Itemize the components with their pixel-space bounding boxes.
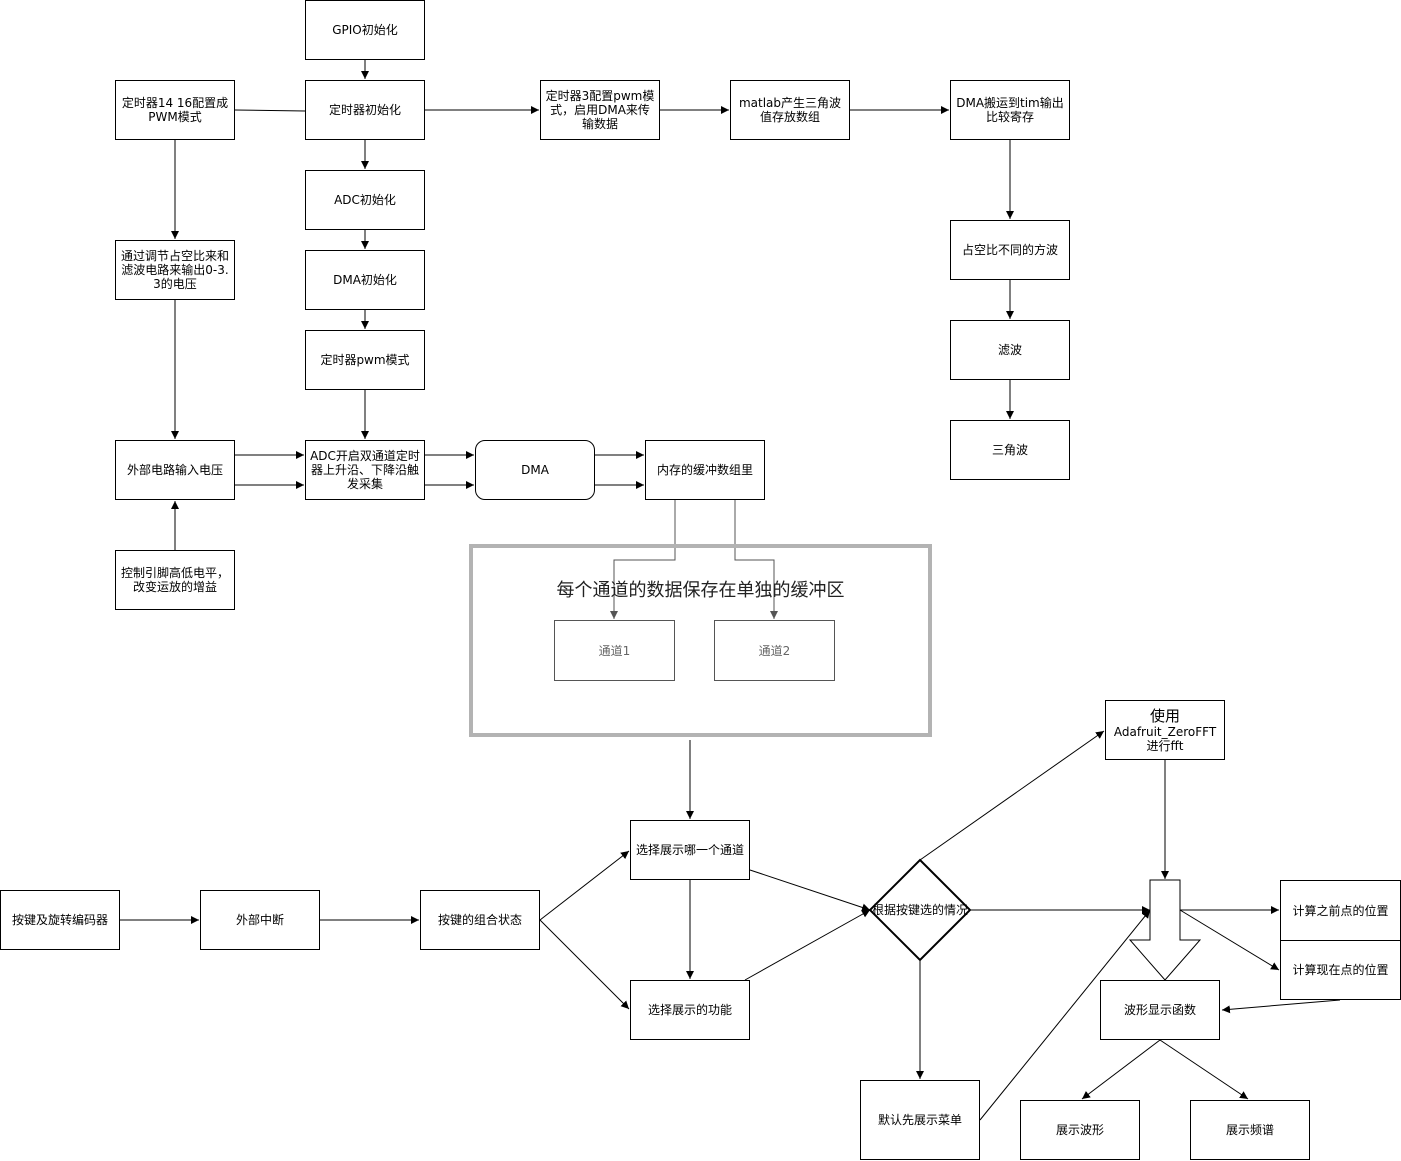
edge-menu-arrow: [979, 909, 1151, 1121]
edge-arrow-now: [1179, 909, 1280, 971]
timer-pwm-box: 定时器pwm模式: [305, 330, 425, 390]
select-function-box: 选择展示的功能: [630, 980, 750, 1040]
edge-channel-decision: [749, 869, 871, 912]
matlab-tri-box: matlab产生三角波值存放数组: [730, 80, 850, 140]
timer-init-box: 定时器初始化: [305, 80, 425, 140]
ext-interrupt-label: 外部中断: [235, 913, 284, 927]
calc-prev-box: 计算之前点的位置: [1280, 880, 1401, 941]
edge-buf-ch1: [610, 500, 676, 619]
timer3-pwm-box: 定时器3配置pwm模式，启用DMA来传输数据: [540, 80, 660, 140]
edge-timer1416-timer: [234, 109, 306, 112]
wave-func-box: 波形显示函数: [1100, 980, 1220, 1040]
select-channel-label: 选择展示哪一个通道: [635, 843, 744, 857]
ext-input-label: 外部电路输入电压: [126, 463, 223, 477]
select-channel-box: 选择展示哪一个通道: [630, 820, 750, 880]
triangle-box: 三角波: [950, 420, 1070, 480]
channel1-box: 通道1: [554, 620, 675, 681]
dma-box: DMA: [475, 440, 595, 500]
mem-buffer-box: 内存的缓冲数组里: [645, 440, 765, 500]
gpio-init-label: GPIO初始化: [332, 23, 398, 37]
big-down-arrow-icon: [1128, 879, 1202, 981]
channel2-box: 通道2: [714, 620, 835, 681]
edge-function-decision: [744, 909, 871, 981]
select-function-label: 选择展示的功能: [647, 1003, 732, 1017]
dma-label: DMA: [521, 463, 549, 477]
edge-combo-function: [539, 919, 630, 1010]
adc-dual-label: ADC开启双通道定时器上升沿、下降沿触发采集: [310, 449, 420, 491]
timer14-16-box: 定时器14 16配置成PWM模式: [115, 80, 235, 140]
ext-input-box: 外部电路输入电压: [115, 440, 235, 500]
matlab-tri-label: matlab产生三角波值存放数组: [738, 96, 842, 124]
calc-prev-label: 计算之前点的位置: [1292, 903, 1389, 918]
channel-buffer-group: [469, 544, 932, 737]
gain-control-label: 控制引脚高低电平，改变运放的增益: [120, 566, 229, 594]
dma-tim-label: DMA搬运到tim输出比较寄存: [956, 96, 1064, 124]
channel2-label: 通道2: [758, 643, 791, 658]
show-wave-label: 展示波形: [1055, 1123, 1104, 1137]
edge-wave-showwave: [1081, 1039, 1161, 1100]
calc-now-label: 计算现在点的位置: [1292, 963, 1389, 977]
fft-box: 使用 Adafruit_ZeroFFT进行fft: [1105, 700, 1225, 760]
mem-buffer-label: 内存的缓冲数组里: [656, 463, 753, 477]
key-combo-box: 按键的组合状态: [420, 890, 540, 950]
group-title: 每个通道的数据保存在单独的缓冲区: [556, 580, 845, 601]
adc-init-box: ADC初始化: [305, 170, 425, 230]
key-encoder-label: 按键及旋转编码器: [11, 913, 108, 927]
ext-interrupt-box: 外部中断: [200, 890, 320, 950]
calc-now-box: 计算现在点的位置: [1280, 940, 1401, 1000]
default-menu-box: 默认先展示菜单: [860, 1080, 980, 1160]
square-duty-box: 占空比不同的方波: [950, 220, 1070, 280]
key-combo-label: 按键的组合状态: [437, 913, 522, 927]
adc-init-label: ADC初始化: [334, 193, 396, 207]
edge-now-wavefunc: [1221, 999, 1341, 1014]
edge-wave-showspec: [1159, 1039, 1249, 1100]
show-wave-box: 展示波形: [1020, 1100, 1140, 1160]
duty-filter-label: 通过调节占空比来和滤波电路来输出0-3.3的电压: [120, 249, 229, 291]
triangle-label: 三角波: [991, 443, 1028, 457]
duty-filter-box: 通过调节占空比来和滤波电路来输出0-3.3的电压: [115, 240, 235, 300]
decision-diamond: [868, 858, 972, 962]
adc-dual-box: ADC开启双通道定时器上升沿、下降沿触发采集: [305, 440, 425, 500]
timer3-pwm-label: 定时器3配置pwm模式，启用DMA来传输数据: [545, 89, 655, 131]
show-spectrum-label: 展示频谱: [1225, 1123, 1274, 1137]
edge-decision-fft: [919, 730, 1105, 861]
gain-control-box: 控制引脚高低电平，改变运放的增益: [115, 550, 235, 610]
timer-init-label: 定时器初始化: [328, 103, 401, 117]
channel1-label: 通道1: [598, 643, 631, 658]
fft-title: 使用: [1149, 707, 1180, 725]
square-duty-label: 占空比不同的方波: [961, 243, 1058, 257]
dma-init-box: DMA初始化: [305, 250, 425, 310]
edge-combo-channel: [539, 850, 630, 921]
show-spectrum-box: 展示频谱: [1190, 1100, 1310, 1160]
dma-init-label: DMA初始化: [333, 273, 397, 287]
gpio-init-box: GPIO初始化: [305, 0, 425, 60]
default-menu-label: 默认先展示菜单: [877, 1113, 962, 1127]
decision-label: 根据按键选的情况: [871, 903, 968, 917]
key-encoder-box: 按键及旋转编码器: [0, 890, 120, 950]
timer14-16-label: 定时器14 16配置成PWM模式: [121, 96, 229, 124]
timer-pwm-label: 定时器pwm模式: [320, 353, 410, 367]
filter-label: 滤波: [997, 343, 1022, 357]
fft-detail: Adafruit_ZeroFFT进行fft: [1113, 725, 1217, 753]
edge-buf-ch2: [734, 500, 778, 619]
filter-box: 滤波: [950, 320, 1070, 380]
dma-tim-box: DMA搬运到tim输出比较寄存: [950, 80, 1070, 140]
wave-func-label: 波形显示函数: [1123, 1003, 1196, 1017]
